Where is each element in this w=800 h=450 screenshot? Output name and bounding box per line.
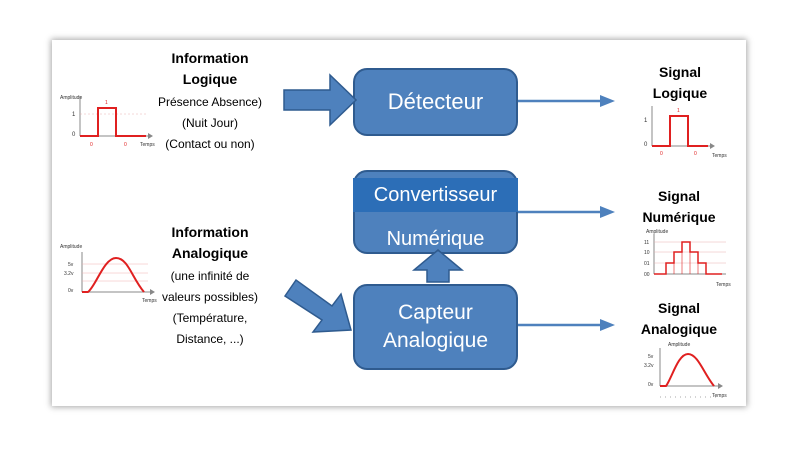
info-analogique-title-line1: Information: [171, 224, 249, 240]
info-logique-description: Présence Absence) (Nuit Jour) (Contact o…: [140, 92, 280, 155]
convertisseur-line2: Numérique: [386, 228, 485, 250]
tick-label: 1: [72, 112, 76, 118]
detecteur-label: Détecteur: [387, 89, 484, 114]
info-analogique-line: valeurs possibles): [161, 290, 259, 304]
temps-label: Temps: [712, 393, 727, 399]
plot-analogique-left: Amplitude 5v 3.2v 0v Temps: [60, 244, 157, 304]
tick-label: 0: [72, 132, 76, 138]
capteur-line2: Analogique: [382, 329, 489, 352]
info-analogique-line: (une infinité de: [170, 269, 250, 283]
plot-analogique-right: Amplitude 5v 3.2v 0v Temps: [644, 342, 727, 399]
plot-logique-right: 1 0 1 0 0 Temps: [644, 106, 727, 159]
svg-text:1: 1: [105, 100, 108, 106]
signal-analogique-line2: Analogique: [640, 321, 718, 337]
analog-signal-trace: [660, 352, 715, 387]
tick-label: 10: [644, 250, 650, 256]
signal-logique-line2: Logique: [652, 85, 708, 101]
svg-text:0: 0: [90, 142, 93, 148]
plot-logique-left: Amplitude 1 0 1 0 0 Temps: [60, 95, 155, 148]
tick-label: 0: [644, 142, 648, 148]
capteur-box: Capteur Analogique: [353, 284, 518, 370]
signal-logique-line1: Signal: [658, 64, 701, 80]
info-analogique-line: (Température,: [172, 311, 248, 325]
arrow-analogique-head: [600, 319, 615, 331]
amplitude-label: Amplitude: [646, 229, 668, 235]
amplitude-label: Amplitude: [60, 95, 82, 101]
capteur-line1: Capteur: [398, 301, 473, 324]
convertisseur-line1: Convertisseur: [353, 178, 518, 212]
info-analogique-description: (une infinité de valeurs possibles) (Tem…: [145, 266, 275, 350]
info-analogique-line: Distance, ...): [176, 332, 244, 346]
tick-label: 0v: [648, 382, 654, 388]
temps-label: Temps: [142, 298, 157, 304]
logic-signal-trace: [80, 107, 146, 137]
signal-analogique-title: Signal Analogique: [624, 298, 734, 340]
tick-label: 01: [644, 261, 650, 267]
amplitude-label: Amplitude: [668, 342, 690, 348]
info-logique-line: (Nuit Jour): [181, 116, 238, 130]
temps-label: Temps: [140, 142, 155, 148]
signal-analogique-line1: Signal: [657, 300, 700, 316]
temps-label: Temps: [716, 282, 731, 288]
info-analogique-title: Information Analogique: [150, 222, 270, 264]
info-logique-line: Présence Absence): [157, 95, 263, 109]
arrow-logique-head: [600, 95, 615, 107]
logic-signal-trace: [652, 115, 708, 147]
tick-label: 3.2v: [644, 363, 654, 369]
plot-numerique: Amplitude 11 10 01 00 Temps: [644, 229, 731, 288]
svg-text:0: 0: [124, 142, 127, 148]
numeric-signal-trace: [654, 241, 722, 275]
detecteur-box: Détecteur: [353, 68, 518, 136]
signal-numerique-title: Signal Numérique: [624, 186, 734, 228]
temps-label: Temps: [712, 153, 727, 159]
tick-label: 3.2v: [64, 271, 74, 277]
tick-label: 11: [644, 240, 649, 246]
info-logique-title: Information Logique: [150, 48, 270, 90]
tick-label: 00: [644, 272, 650, 278]
amplitude-label: Amplitude: [60, 244, 82, 250]
tick-label: 1: [644, 118, 648, 124]
tick-label: 5v: [68, 262, 74, 268]
info-logique-line: (Contact ou non): [165, 137, 255, 151]
tick-label: 5v: [648, 354, 654, 360]
info-logique-title-line2: Logique: [182, 71, 238, 87]
signal-numerique-line1: Signal: [657, 188, 700, 204]
svg-text:0: 0: [660, 151, 663, 157]
block-arrow-logique: [283, 73, 358, 127]
analog-signal-trace: [82, 256, 145, 293]
up-arrow-convert: [411, 249, 465, 283]
block-arrow-analogique: [283, 278, 352, 333]
svg-text:0: 0: [694, 151, 697, 157]
info-logique-title-line1: Information: [171, 50, 249, 66]
tick-label: 0v: [68, 288, 74, 294]
info-analogique-title-line2: Analogique: [171, 245, 249, 261]
svg-text:1: 1: [677, 108, 680, 114]
signal-logique-title: Signal Logique: [630, 62, 730, 104]
arrow-numerique-head: [600, 206, 615, 218]
signal-numerique-line2: Numérique: [642, 209, 716, 225]
